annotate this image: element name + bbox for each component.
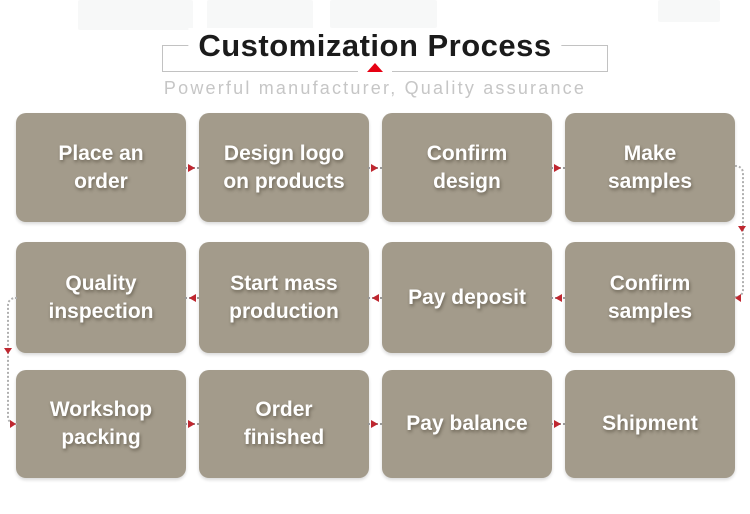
step-box-pay-balance: Pay balance: [382, 370, 552, 478]
arrowhead: [554, 420, 561, 428]
arrowhead: [555, 294, 562, 302]
faded-background-image: [658, 0, 720, 22]
arrow-left-icon: [735, 294, 741, 302]
title-frame-gap: [358, 70, 392, 74]
step-box-confirm-design: Confirm design: [382, 113, 552, 222]
step-label: Pay balance: [406, 412, 528, 436]
step-label: Shipment: [602, 412, 698, 436]
step-box-workshop-packing: Workshop packing: [16, 370, 186, 478]
step-label: Confirm design: [426, 141, 508, 193]
arrow-right-icon: [551, 163, 565, 173]
step-box-quality-inspection: Quality inspection: [16, 242, 186, 353]
step-box-confirm-samples: Confirm samples: [565, 242, 735, 353]
arrow-down-icon: [738, 226, 746, 232]
arrowhead: [189, 294, 196, 302]
step-box-design-logo-on-products: Design logo on products: [199, 113, 369, 222]
step-label: Make samples: [607, 141, 693, 193]
dotted-connector-left: [7, 297, 17, 425]
arrow-right-icon: [185, 419, 199, 429]
step-box-shipment: Shipment: [565, 370, 735, 478]
step-label: Design logo on products: [223, 141, 345, 193]
arrow-right-icon: [368, 163, 382, 173]
arrowhead: [371, 420, 378, 428]
arrow-left-icon: [368, 293, 382, 303]
step-box-pay-deposit: Pay deposit: [382, 242, 552, 353]
step-label: Confirm samples: [607, 271, 693, 323]
faded-background-image: [78, 0, 193, 30]
step-label: Order finished: [243, 398, 325, 449]
red-triangle-up-icon: [367, 63, 383, 72]
arrow-right-icon: [185, 163, 199, 173]
step-label: Pay deposit: [408, 285, 526, 309]
page-subtitle: Powerful manufacturer, Quality assurance: [163, 78, 587, 98]
step-label: Start mass production: [229, 271, 339, 323]
arrowhead: [188, 164, 195, 172]
arrow-right-icon: [368, 419, 382, 429]
arrowhead: [371, 164, 378, 172]
step-label: Place an order: [58, 141, 144, 193]
step-box-order-finished: Order finished: [199, 370, 369, 478]
step-label: Quality inspection: [48, 271, 154, 323]
arrow-down-icon: [4, 348, 12, 354]
page-title: Customization Process: [188, 28, 562, 64]
arrow-right-icon: [10, 420, 16, 428]
arrow-right-icon: [551, 419, 565, 429]
arrowhead: [188, 420, 195, 428]
step-box-start-mass-production: Start mass production: [199, 242, 369, 353]
arrowhead: [372, 294, 379, 302]
faded-background-image: [330, 0, 437, 28]
step-box-place-an-order: Place an order: [16, 113, 186, 222]
arrowhead: [554, 164, 561, 172]
arrow-left-icon: [185, 293, 199, 303]
step-label: Workshop packing: [49, 398, 153, 449]
arrow-left-icon: [551, 293, 565, 303]
step-box-make-samples: Make samples: [565, 113, 735, 222]
